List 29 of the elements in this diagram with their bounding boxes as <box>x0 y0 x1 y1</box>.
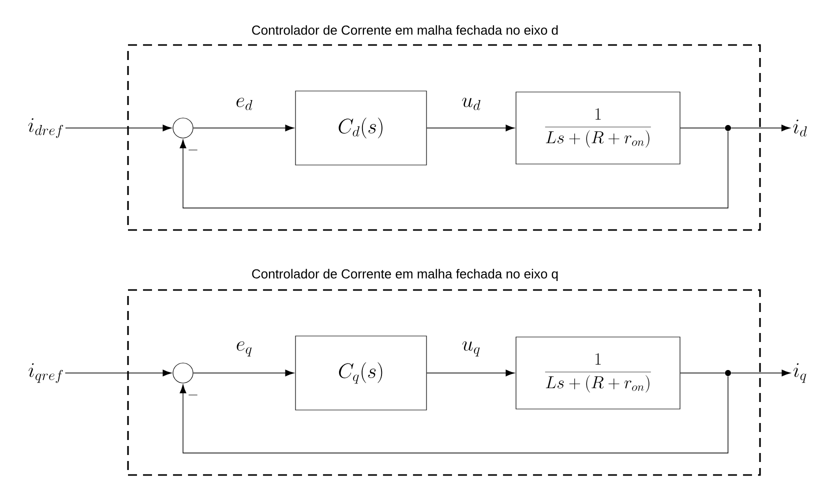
edge-label: $e_q$ <box>236 341 252 356</box>
arrow <box>730 370 790 376</box>
arrow <box>65 124 172 132</box>
arrow <box>426 124 515 132</box>
summing-junction <box>172 362 194 384</box>
controller-block: $C_q(s)$ <box>295 336 427 410</box>
signal-label: $i_{dref}$ <box>28 118 64 138</box>
signal-label: $i_q$ <box>793 363 806 383</box>
signal-label: $i_{qref}$ <box>28 363 63 383</box>
edge-label: $u_d$ <box>462 98 480 110</box>
controller-block: $C_d(s)$ <box>295 90 427 166</box>
summing-junction <box>172 118 194 138</box>
edge-label: $-$ <box>188 394 198 396</box>
signal-label: $i_d$ <box>793 120 807 136</box>
branch-point <box>725 125 731 131</box>
arrow <box>192 124 294 132</box>
arrow <box>426 370 515 376</box>
arrow <box>180 376 728 454</box>
arrow <box>180 130 728 208</box>
arrow <box>64 370 172 376</box>
plant-block: $\frac{1}{Ls+(R+r_{on})}$ <box>516 336 680 410</box>
heading: Controlador de Corrente em malha fechada no eixo d <box>252 25 558 35</box>
arrow <box>192 370 294 376</box>
edge-label: $u_q$ <box>462 341 480 356</box>
heading: Controlador de Corrente em malha fechada no eixo q <box>252 268 558 282</box>
arrow <box>730 124 790 132</box>
plant-block: $\frac{1}{Ls+(R+r_{on})}$ <box>516 92 680 164</box>
edge-label: $e_d$ <box>236 98 252 110</box>
branch-point <box>725 370 731 376</box>
